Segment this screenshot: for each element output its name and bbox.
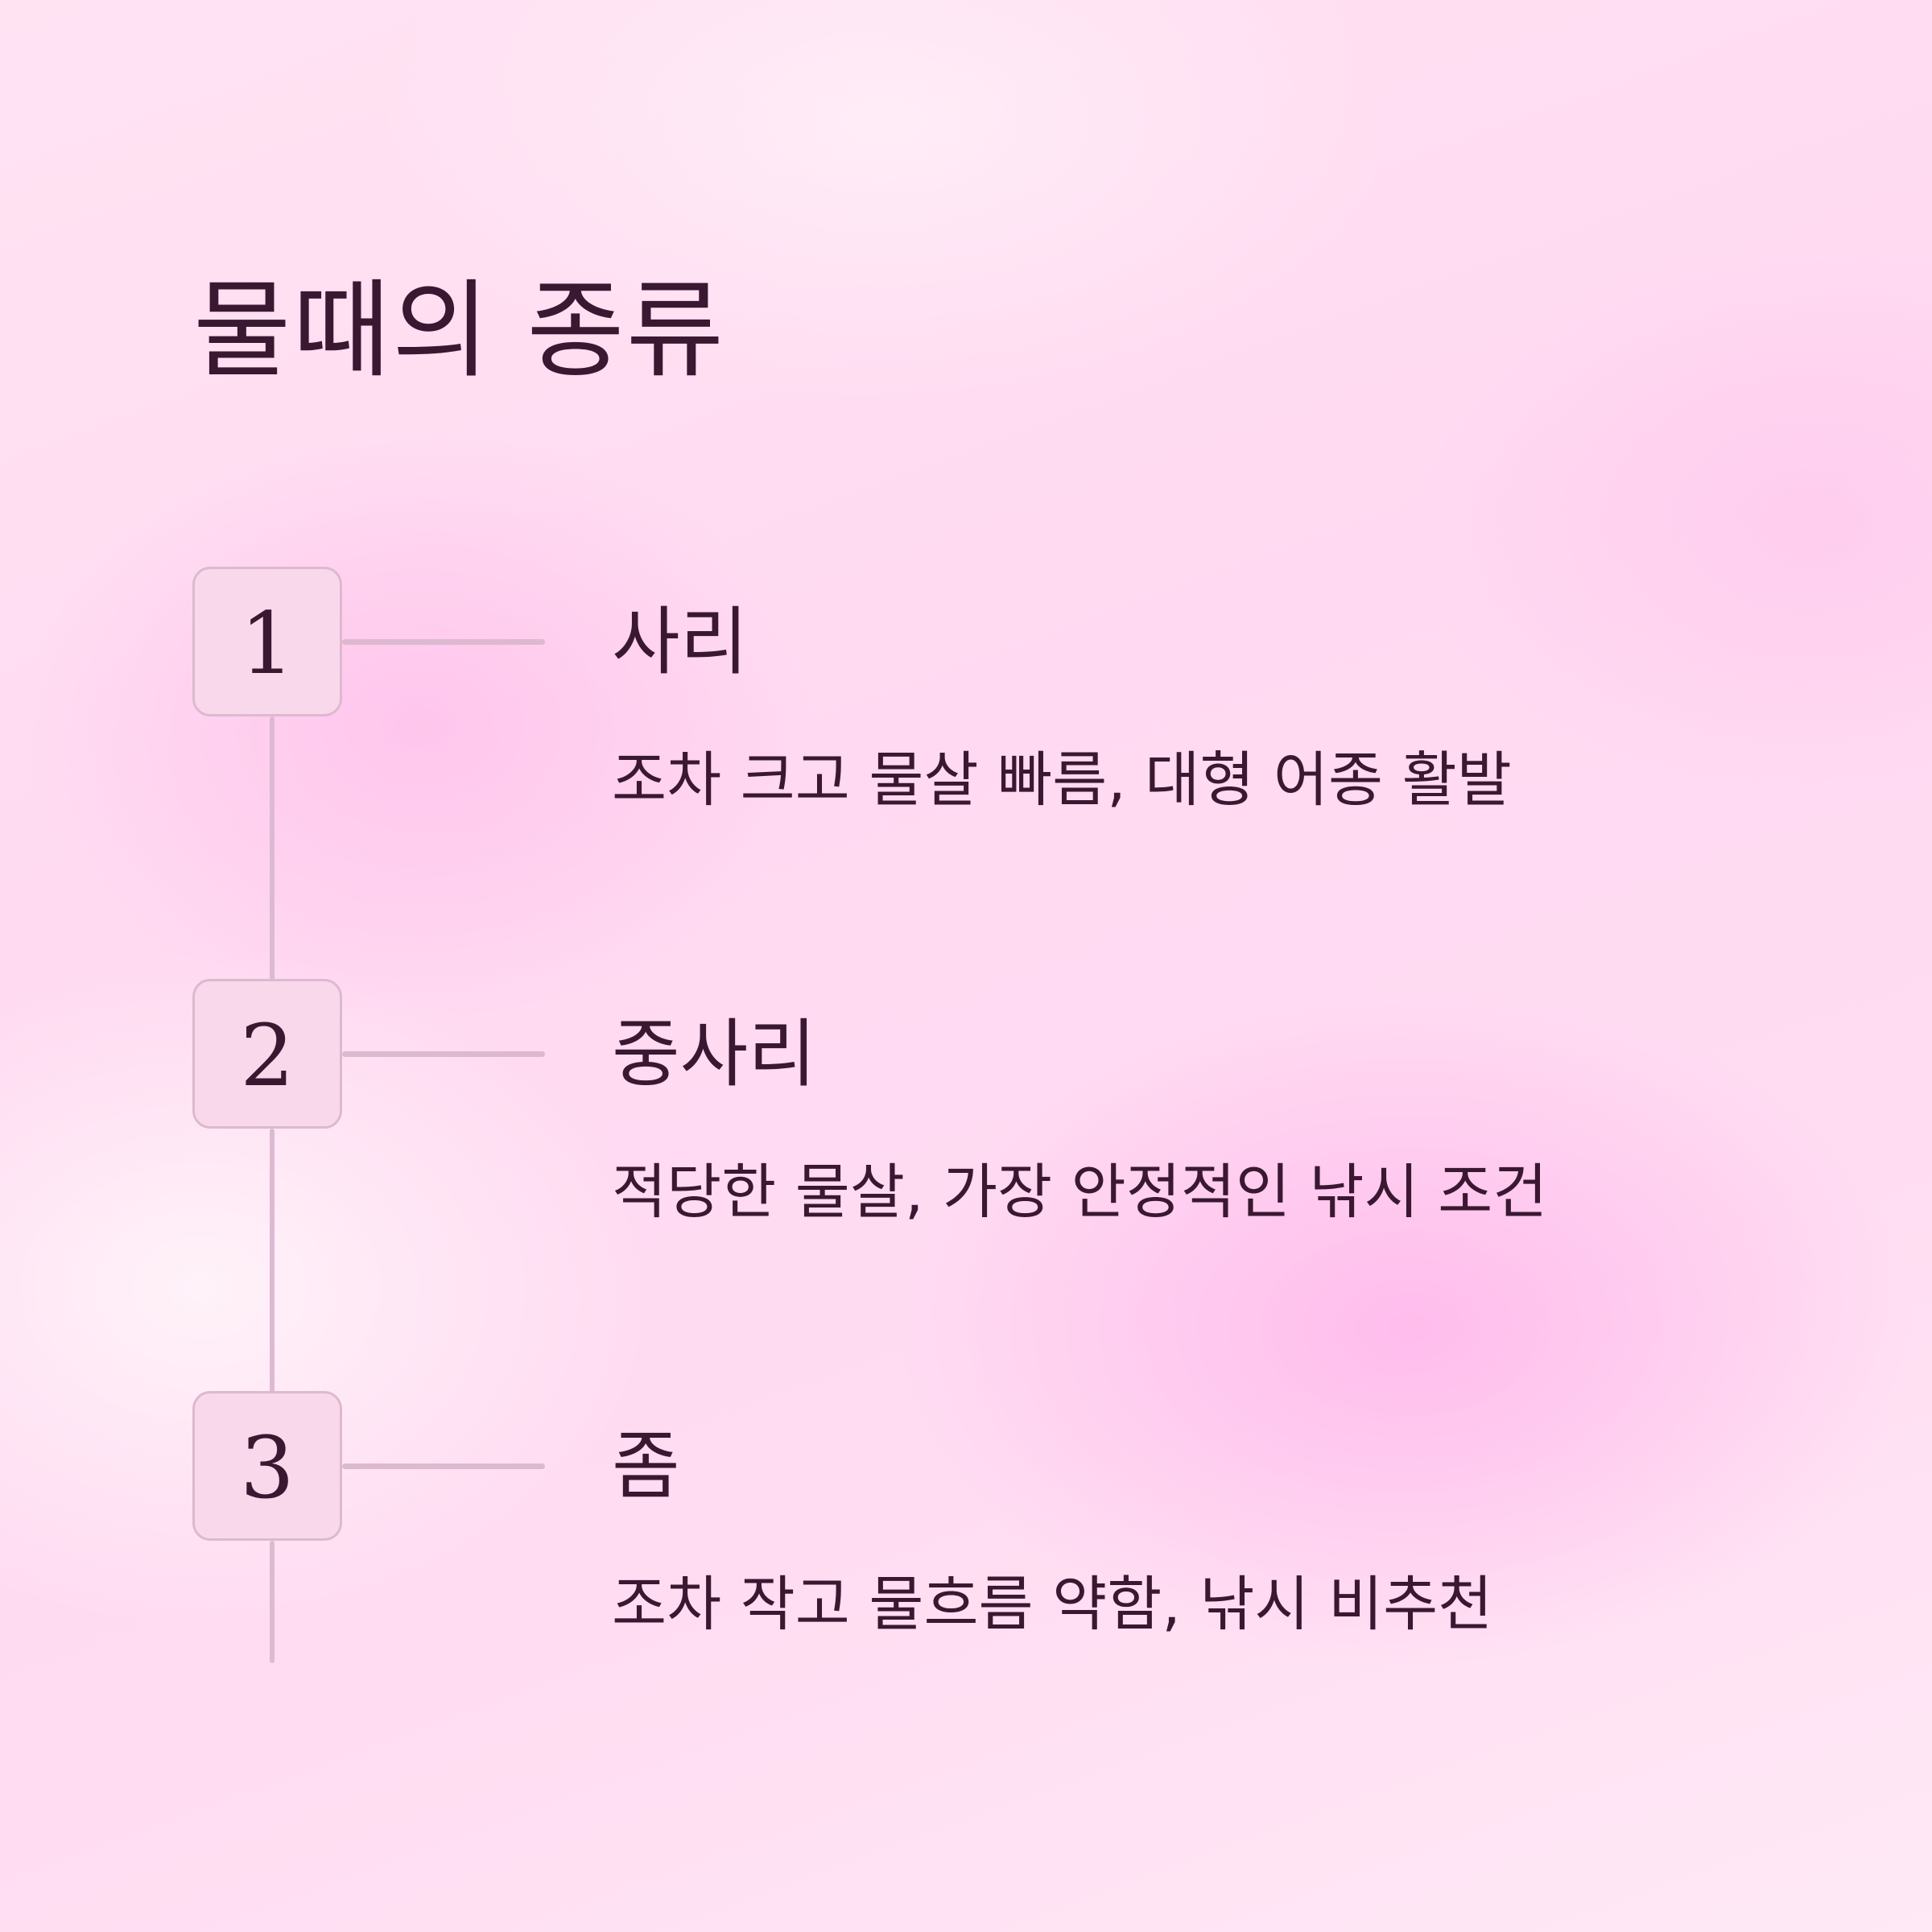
- step-number-box: 3: [192, 1391, 342, 1541]
- step-description: 적당한 물살, 가장 안정적인 낚시 조건: [612, 1158, 1548, 1227]
- step-connector: [342, 1463, 545, 1469]
- step-connector: [342, 639, 545, 645]
- timeline-connector: [270, 1541, 275, 1663]
- step-number-box: 2: [192, 979, 342, 1129]
- step-heading: 좀: [612, 1423, 680, 1509]
- step-heading: 중사리: [612, 1011, 816, 1097]
- step-number: 3: [240, 1418, 295, 1517]
- step-heading: 사리: [612, 599, 749, 685]
- timeline-connector: [270, 1129, 275, 1394]
- step-description: 조차 크고 물살 빠름, 대형 어종 활발: [612, 745, 1512, 815]
- step-number: 1: [240, 594, 295, 693]
- page-title: 물때의 종류: [193, 269, 726, 393]
- step-number-box: 1: [192, 567, 342, 716]
- step-number: 2: [240, 1006, 295, 1105]
- step-connector: [342, 1051, 545, 1057]
- timeline-connector: [270, 716, 275, 982]
- step-description: 조차 작고 물흐름 약함, 낚시 비추천: [612, 1570, 1493, 1639]
